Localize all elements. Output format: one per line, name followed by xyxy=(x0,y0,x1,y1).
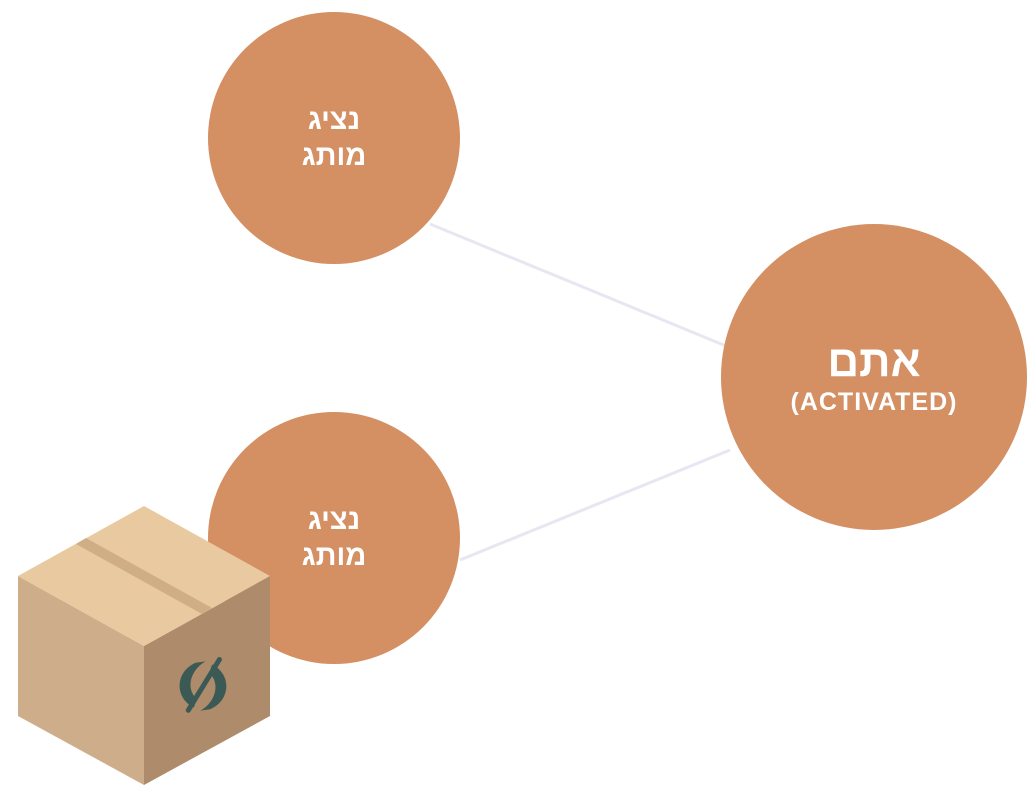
package-icon xyxy=(18,506,270,785)
node-bottom-line2: מותג xyxy=(301,540,367,572)
brand-rep-node-bottom: נציג מותג xyxy=(208,412,460,664)
you-node-subtitle: (ACTIVATED) xyxy=(790,387,958,416)
you-node: אתם (ACTIVATED) xyxy=(721,224,1027,530)
connector-bottom-to-you xyxy=(459,448,731,562)
node-top-line2: מותג xyxy=(301,140,367,172)
brand-logo-icon xyxy=(179,656,227,713)
you-node-title: אתם xyxy=(827,337,921,387)
node-top-line1: נציג xyxy=(307,103,361,136)
brand-rep-node-top: נציג מותג xyxy=(208,12,460,264)
connector-top-to-you xyxy=(429,222,727,348)
node-bottom-line1: נציג xyxy=(307,503,361,536)
